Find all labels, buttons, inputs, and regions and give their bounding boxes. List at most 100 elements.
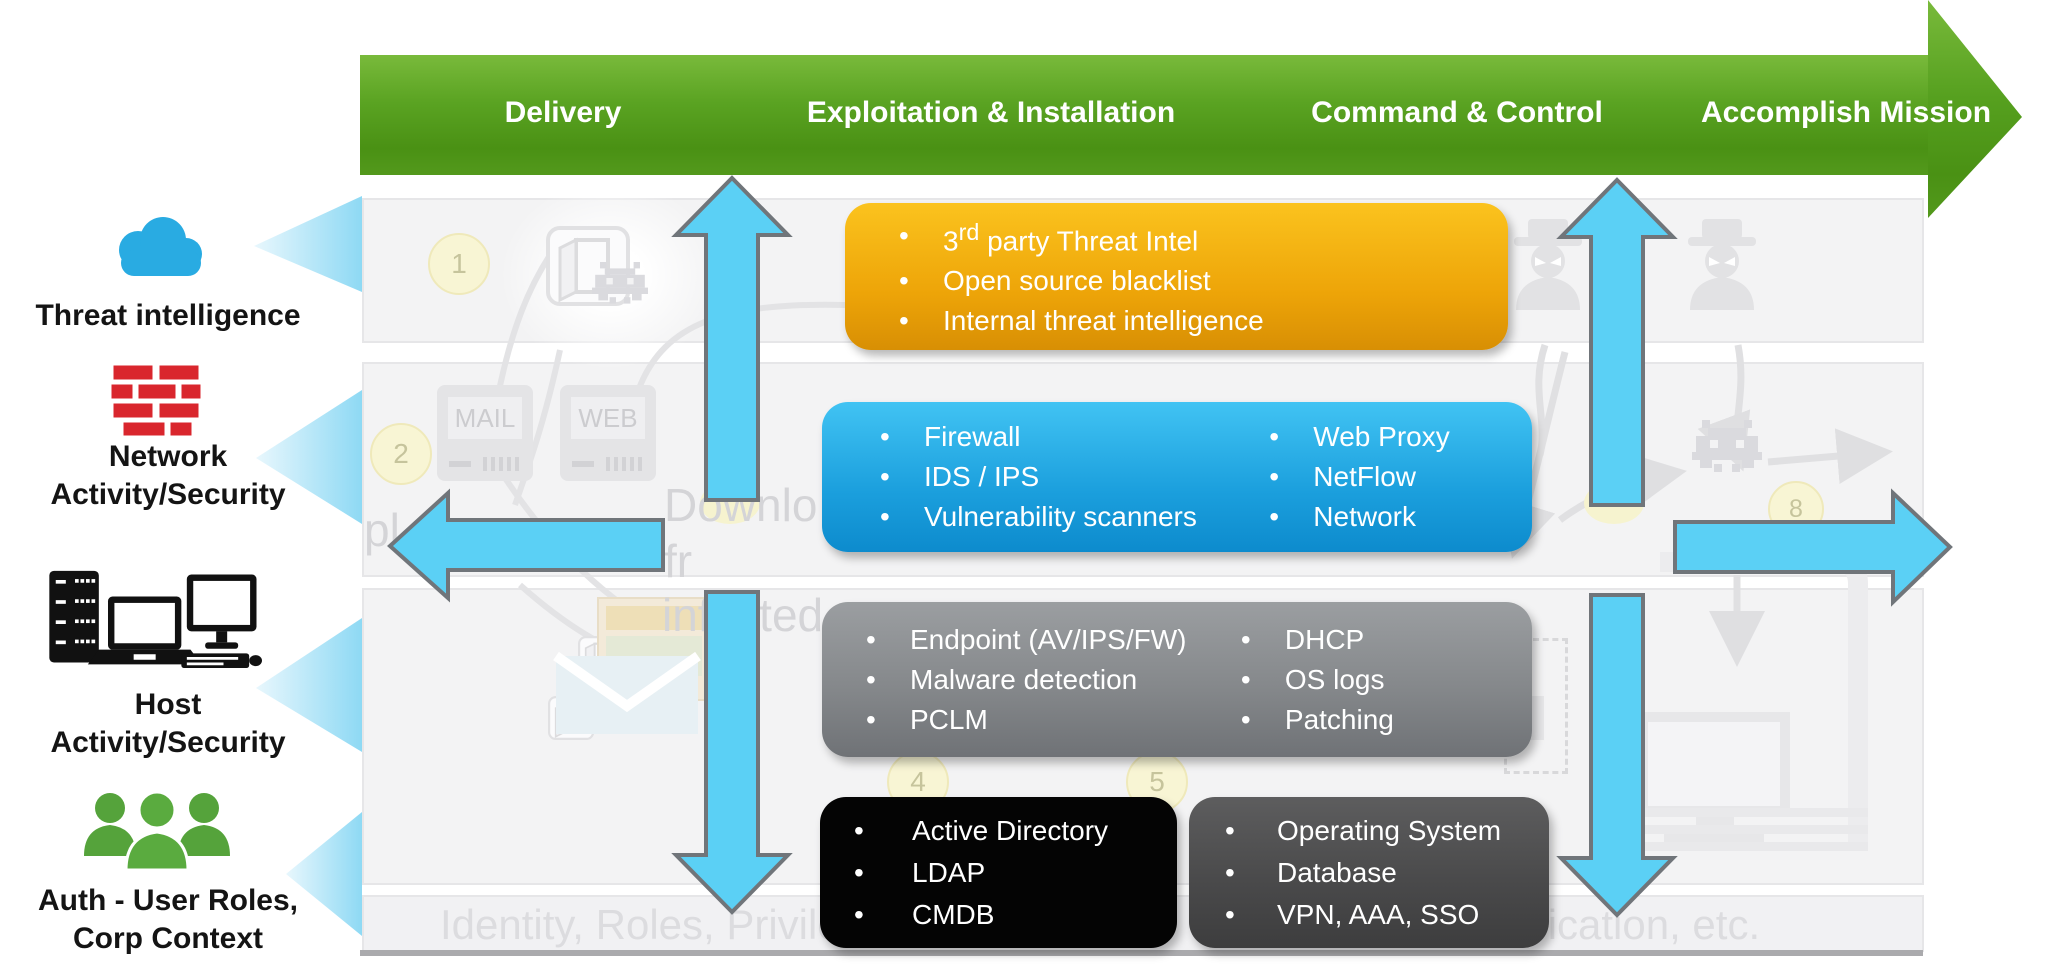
source-label-network: Network Activity/Security <box>0 438 336 514</box>
list-item: •Operating System <box>1225 810 1501 852</box>
item-text: Patching <box>1284 703 1394 735</box>
server-dash <box>449 461 471 467</box>
server-dots <box>483 457 523 471</box>
label-line: Activity/Security <box>50 478 286 511</box>
list-item: • Vulnerability scanners <box>880 497 1269 537</box>
item-text: 3rd party Threat Intel <box>943 218 1199 257</box>
block-arrow-down-left <box>671 590 793 915</box>
box-system-sources: •Operating System • Database • VPN, AAA, S… <box>1189 797 1549 948</box>
stage-exploitation: Exploitation & Installation <box>806 96 1176 129</box>
list-item: •CMDB <box>854 894 1108 936</box>
list-item: • DHCP <box>1241 620 1532 660</box>
stage-accomplish-mission: Accomplish Mission <box>1700 96 1992 129</box>
item-text: VPN, AAA, SSO <box>1277 898 1480 930</box>
item-text: IDS / IPS <box>924 461 1040 492</box>
callout-beam-threat-intel <box>254 196 362 292</box>
list-item: • LDAP <box>854 852 1108 894</box>
bullet: • <box>899 305 909 337</box>
block-arrow-up-right <box>1556 177 1678 507</box>
box-column: • DHCP • OS logs • Patching <box>1241 602 1532 757</box>
box-column: •Firewall • IDS / IPS • Vulnerability scan… <box>822 402 1269 552</box>
list-item: •Web Proxy <box>1269 417 1532 457</box>
callout-beam-network <box>256 390 362 524</box>
list-item: •NetFlow <box>1269 457 1532 497</box>
bullet: • <box>880 461 890 492</box>
list-item: • Open source blacklist <box>899 261 1264 301</box>
box-network-sources: •Firewall • IDS / IPS • Vulnerability scan… <box>822 402 1532 552</box>
cloud-icon <box>119 217 202 276</box>
item-text: Web Proxy <box>1313 421 1450 452</box>
callout-beam-host <box>256 618 362 752</box>
server-dots <box>606 457 646 471</box>
bullet: • <box>1225 856 1235 888</box>
box-column: •Web Proxy •NetFlow • Network <box>1269 402 1532 552</box>
item-text: Network <box>1313 501 1416 532</box>
bullet: • <box>866 703 876 735</box>
item-text: LDAP <box>912 856 986 888</box>
list-item: • Endpoint (AV/IPS/FW) <box>866 620 1241 660</box>
item-text: Database <box>1277 856 1397 888</box>
server-dash <box>572 461 594 467</box>
source-label-auth: Auth - User Roles, Corp Context <box>0 882 336 958</box>
block-arrow-down-right <box>1556 593 1678 918</box>
mail-server-label: MAIL <box>448 397 522 439</box>
list-item: • 3rd party Threat Intel <box>899 212 1264 261</box>
item-text: PCLM <box>910 703 988 735</box>
item-text: Operating System <box>1277 814 1502 846</box>
bullet: • <box>1240 703 1251 735</box>
callout-beam-auth <box>286 812 362 936</box>
monitor-base <box>1664 832 1764 842</box>
item-text: Endpoint (AV/IPS/FW) <box>910 623 1187 655</box>
list-item: • VPN, AAA, SSO <box>1225 894 1501 936</box>
item-text: Open source blacklist <box>943 265 1211 297</box>
bullet: • <box>899 265 909 297</box>
bullet: • <box>1240 623 1251 655</box>
step-circle-1: 1 <box>428 233 490 295</box>
firewall-icon <box>108 362 204 439</box>
bullet: • <box>854 856 864 888</box>
label-line: Auth - User Roles, <box>37 884 299 917</box>
list-item: • Internal threat intelligence <box>899 301 1264 341</box>
item-text: NetFlow <box>1313 461 1416 492</box>
bullet: • <box>1269 501 1280 532</box>
box-column: • Endpoint (AV/IPS/FW) • Malware detection… <box>822 602 1241 757</box>
block-arrow-left <box>387 488 665 603</box>
step-circle-2: 2 <box>370 423 432 485</box>
block-arrow-up-left <box>671 175 793 502</box>
kill-chain-arrowhead <box>1928 0 2022 218</box>
list-item: •Firewall <box>880 417 1269 457</box>
box-host-sources: • Endpoint (AV/IPS/FW) • Malware detection… <box>822 602 1532 757</box>
keyboard-line <box>1642 808 1868 817</box>
box-threat-intel: • 3rd party Threat Intel • Open source b… <box>845 203 1508 350</box>
item-text: Malware detection <box>910 663 1138 695</box>
label-line: Threat intelligence <box>35 299 301 332</box>
web-server-label: WEB <box>571 397 645 439</box>
keyboard-line <box>1642 825 1868 834</box>
item-text: Internal threat intelligence <box>943 305 1264 337</box>
hosts-icon <box>49 570 262 668</box>
item-text: DHCP <box>1284 623 1365 655</box>
box-column: •Operating System • Database • VPN, AAA, S… <box>1189 797 1501 948</box>
bullet: • <box>1225 898 1235 930</box>
list-item: • OS logs <box>1241 660 1532 700</box>
bullet: • <box>880 421 890 452</box>
item-text: Active Directory <box>912 814 1109 846</box>
mail-server-icon: MAIL <box>437 385 533 481</box>
list-item: • Patching <box>1241 700 1532 740</box>
item-text: OS logs <box>1284 663 1385 695</box>
bullet: • <box>880 501 890 532</box>
source-label-host: Host Activity/Security <box>0 686 336 762</box>
item-text: Vulnerability scanners <box>924 501 1197 532</box>
bullet: • <box>866 663 876 695</box>
source-label-threat-intelligence: Threat intelligence <box>0 297 336 335</box>
bullet: • <box>899 220 909 252</box>
bg-text-identity: Identity, Roles, Privile <box>440 901 841 948</box>
item-text: CMDB <box>912 898 995 930</box>
keyboard-line <box>1642 842 1868 851</box>
stage-command-control: Command & Control <box>1311 96 1603 129</box>
bullet: • <box>866 623 876 655</box>
box-auth-sources: • Active Directory • LDAP •CMDB <box>820 797 1177 948</box>
bullet: • <box>1240 663 1251 695</box>
label-line: Host <box>134 688 202 721</box>
